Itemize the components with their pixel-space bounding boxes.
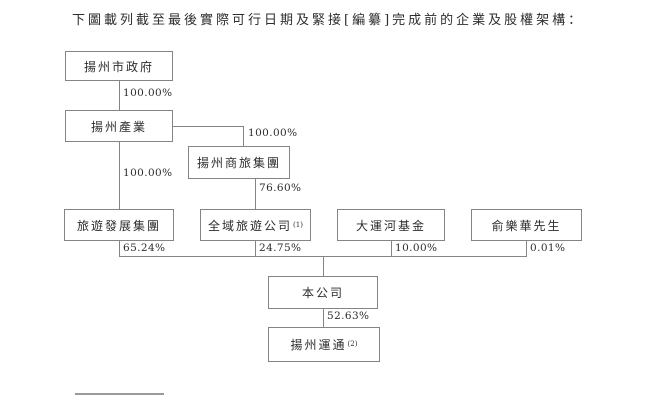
node-grand-canal-fund: 大運河基金 [337,209,445,241]
ownership-pct-canal-company: 10.00% [395,242,438,254]
node-label: 俞樂華先生 [491,218,562,233]
connector-bus-company [323,256,324,276]
ownership-pct-company-yuntong: 52.63% [327,310,370,322]
node-yangzhou-commercial-travel-group: 揚州商旅集團 [188,146,290,179]
ownership-pct-quanyu-company: 24.75% [259,242,302,254]
connector-gov-industry [119,81,120,110]
node-label: 揚州商旅集團 [196,156,281,170]
ownership-pct-industry-shanglv: 100.00% [248,127,298,139]
node-mr-yu-lehua: 俞樂華先生 [471,209,582,241]
connector-shanglv-quanyu [255,179,256,209]
node-label: 旅遊發展集團 [76,218,161,233]
connector-lvyou-bus [119,241,120,256]
page-title: 下圖載列截至最後實際可行日期及緊接[編纂]完成前的企業及股權架構： [72,13,585,28]
connector-industry-shanglv-horizontal [173,126,244,127]
node-label: 揚州運通 [290,338,347,352]
node-label: 揚州產業 [90,119,147,134]
node-tourism-development-group: 旅遊發展集團 [64,209,174,241]
node-yangzhou-yuntong: 揚州運通(2) [268,327,380,362]
node-label: 本公司 [301,286,344,300]
ownership-pct-yu-company: 0.01% [530,242,566,254]
node-label: 全域旅遊公司 [208,218,293,233]
node-quanyu-tourism-company: 全域旅遊公司(1) [200,209,311,241]
connector-yu-bus [526,241,527,256]
ownership-pct-industry-lvyou: 100.00% [123,167,173,179]
node-yangzhou-government: 揚州市政府 [65,51,173,81]
connector-company-yuntong [323,309,324,327]
node-label: 揚州市政府 [83,59,154,74]
connector-quanyu-bus [255,241,256,256]
connector-industry-shanglv-vertical [243,126,244,146]
footnote-divider [75,393,164,395]
ownership-pct-shanglv-quanyu: 76.60% [259,182,302,194]
connector-industry-lvyou [119,142,120,209]
ownership-pct-gov-industry: 100.00% [123,87,173,99]
node-yangzhou-industry: 揚州產業 [65,110,173,142]
footnote-marker-1: (1) [293,220,303,229]
footnote-marker-2: (2) [347,340,358,348]
node-label: 大運河基金 [355,218,426,233]
ownership-pct-lvyou-company: 65.24% [123,242,166,254]
connector-canal-bus [391,241,392,256]
node-the-company: 本公司 [268,276,378,309]
